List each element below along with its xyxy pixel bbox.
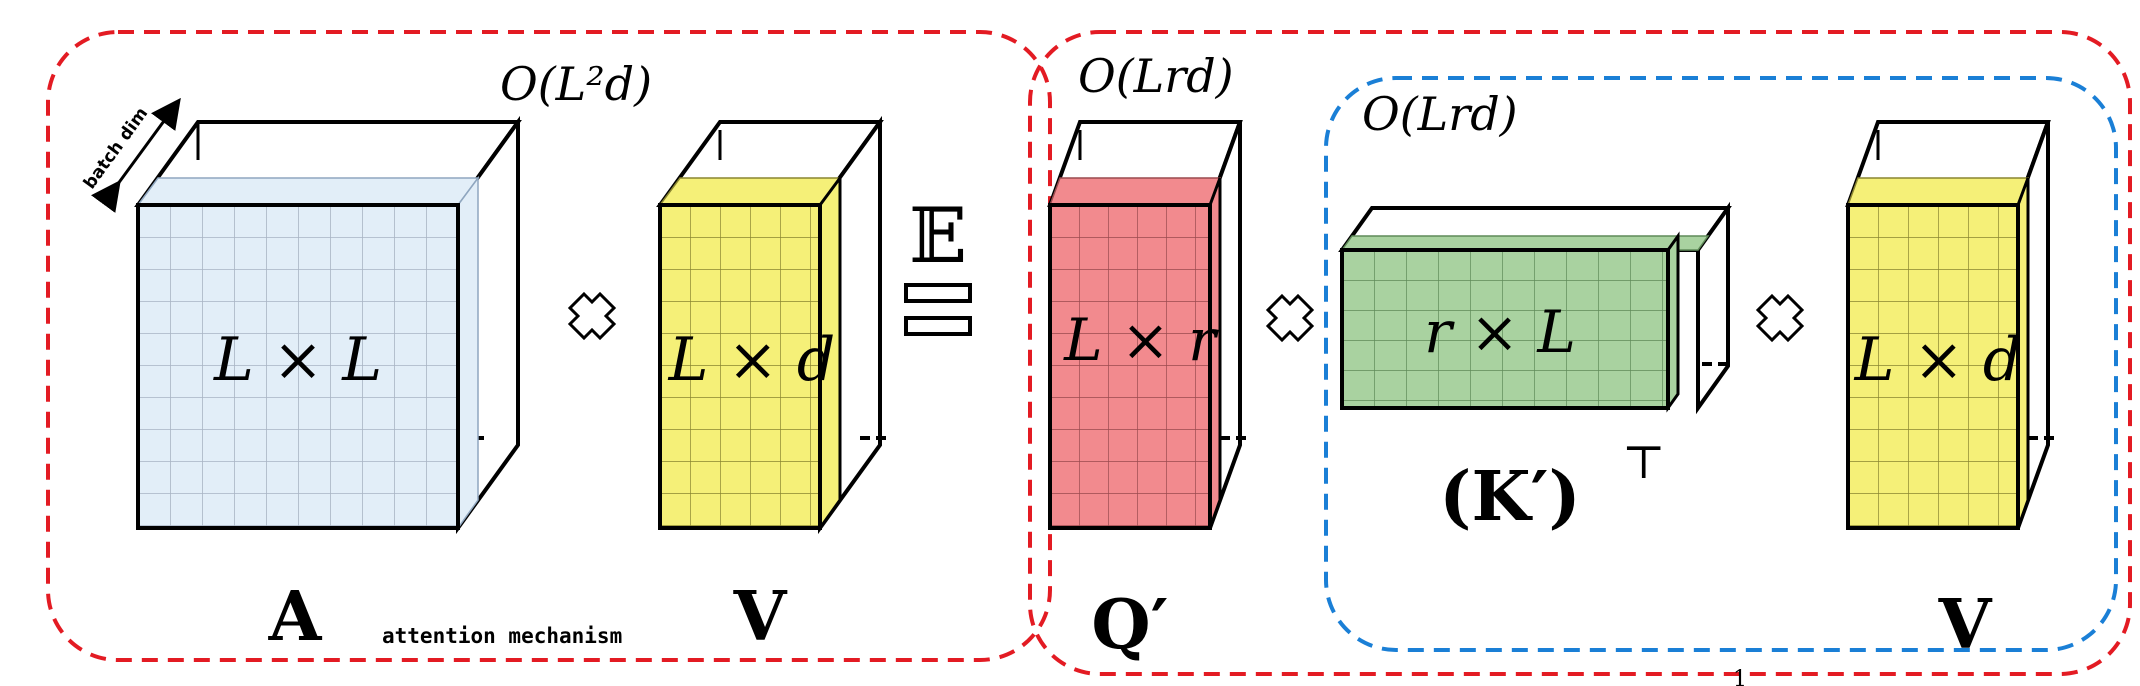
expectation-symbol: 𝔼: [909, 191, 967, 280]
kv-group-box: [1324, 76, 2118, 652]
times-icon: [567, 291, 617, 341]
matrix-Q: L × r: [1047, 120, 1250, 530]
times-icon: [1265, 293, 1315, 343]
matrix-Q-name: Q′: [1091, 585, 1168, 665]
matrix-V-name: V: [733, 577, 788, 657]
matrix-A: L × L: [134, 115, 522, 535]
matrix-K: r × L: [1338, 201, 1732, 415]
matrix-A-name: A: [268, 577, 323, 657]
matrix-V: L × d: [656, 115, 892, 535]
matrix-V-second: L × d: [1845, 120, 2060, 530]
matrix-K-name: (K′): [1439, 457, 1580, 537]
attention-complexity: O(L²d): [500, 57, 652, 111]
attention-group-box: [46, 30, 1052, 662]
batch-dim-label: batch dim: [80, 104, 152, 193]
matrix-Q-dims: L × r: [1063, 306, 1219, 374]
matrix-K-superscript: ⊤: [1622, 435, 1665, 489]
approx-group-box: [1028, 30, 2132, 676]
times-icon: [1755, 293, 1805, 343]
bottom-fragment: 1: [1733, 667, 1747, 686]
matrix-K-dims: r × L: [1424, 298, 1576, 366]
expectation-equals-symbol: 𝔼: [904, 191, 972, 336]
matrix-A-dims: L × L: [213, 325, 382, 395]
matrix-V-second-name: V: [1938, 585, 1993, 665]
attention-mechanism-label: attention mechanism: [382, 624, 622, 648]
matrix-V-dims: L × d: [668, 325, 836, 395]
approx-complexity-inner: O(Lrd): [1362, 87, 1518, 141]
matrix-V-second-dims: L × d: [1854, 325, 2022, 395]
approx-complexity-outer: O(Lrd): [1078, 49, 1234, 103]
